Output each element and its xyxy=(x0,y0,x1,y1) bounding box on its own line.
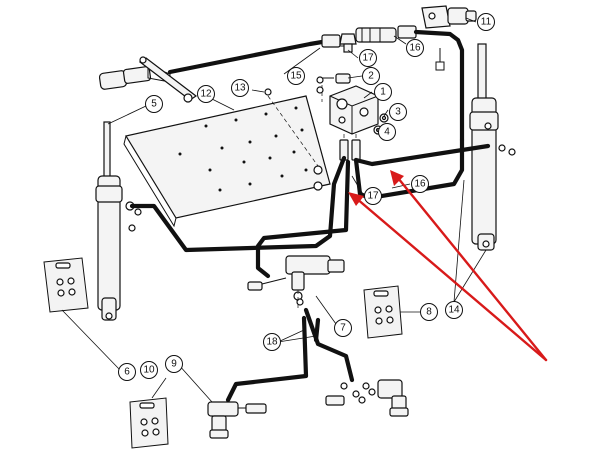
callout-3: 3 xyxy=(389,103,407,121)
highlight-arrowhead-left xyxy=(348,192,364,206)
seal-kit-pack-6 xyxy=(43,257,89,313)
callout-label: 17 xyxy=(362,53,374,64)
callout-8: 8 xyxy=(420,303,438,321)
callout-label: 7 xyxy=(340,323,346,334)
highlight-arrow-left xyxy=(354,196,548,362)
callout-4: 4 xyxy=(378,123,396,141)
callout-label: 17 xyxy=(367,191,379,202)
callout-label: 1 xyxy=(380,87,386,98)
mounting-plate xyxy=(123,88,331,228)
callout-label: 16 xyxy=(409,43,421,54)
valve-cylinder-top-right xyxy=(421,5,477,29)
callout-7: 7 xyxy=(334,319,352,337)
callout-label: 14 xyxy=(448,305,460,316)
callout-label: 6 xyxy=(124,367,130,378)
callout-label: 16 xyxy=(414,179,426,190)
callout-label: 18 xyxy=(266,337,278,348)
callout-11: 11 xyxy=(477,13,495,31)
right-hydraulic-cylinder xyxy=(469,43,516,251)
callout-12: 12 xyxy=(197,85,215,103)
seal-kit-pack-10 xyxy=(129,397,169,449)
callout-label: 5 xyxy=(151,99,157,110)
seal-kit-pack-8 xyxy=(363,285,403,339)
callout-18: 18 xyxy=(263,333,281,351)
lower-cylinder-left xyxy=(207,401,267,439)
callout-label: 9 xyxy=(171,359,177,370)
callout-1: 1 xyxy=(374,83,392,101)
callout-6: 6 xyxy=(118,363,136,381)
callout-13: 13 xyxy=(231,79,249,97)
callout-label: 15 xyxy=(290,71,302,82)
callout-label: 12 xyxy=(200,89,212,100)
callout-label: 8 xyxy=(426,307,432,318)
left-hydraulic-cylinder xyxy=(95,121,142,321)
highlight-arrowhead-right xyxy=(390,170,404,186)
callout-5: 5 xyxy=(145,95,163,113)
callout-label: 2 xyxy=(368,71,374,82)
callout-label: 4 xyxy=(384,127,390,138)
callout-label: 10 xyxy=(143,365,155,376)
callout-14: 14 xyxy=(445,301,463,319)
callout-label: 13 xyxy=(234,83,246,94)
highlight-arrow-right xyxy=(396,176,548,362)
plate-holes xyxy=(178,106,308,192)
callout-label: 3 xyxy=(395,107,401,118)
top-hose-assembly xyxy=(167,25,465,143)
callout-17-top: 17 xyxy=(359,49,377,67)
callout-16-right: 16 xyxy=(411,175,429,193)
callout-10: 10 xyxy=(140,361,158,379)
lower-cylinder-right xyxy=(325,379,409,417)
tee-fitting xyxy=(247,255,345,310)
callout-2: 2 xyxy=(362,67,380,85)
control-lever-assembly xyxy=(98,56,198,103)
callout-15: 15 xyxy=(287,67,305,85)
highlight-arrows xyxy=(348,170,548,362)
lower-hoses xyxy=(225,307,355,403)
valve-block xyxy=(329,85,379,161)
callout-17-middle: 17 xyxy=(364,187,382,205)
callout-16-top: 16 xyxy=(406,39,424,57)
callout-9: 9 xyxy=(165,355,183,373)
callout-label: 11 xyxy=(481,17,492,28)
